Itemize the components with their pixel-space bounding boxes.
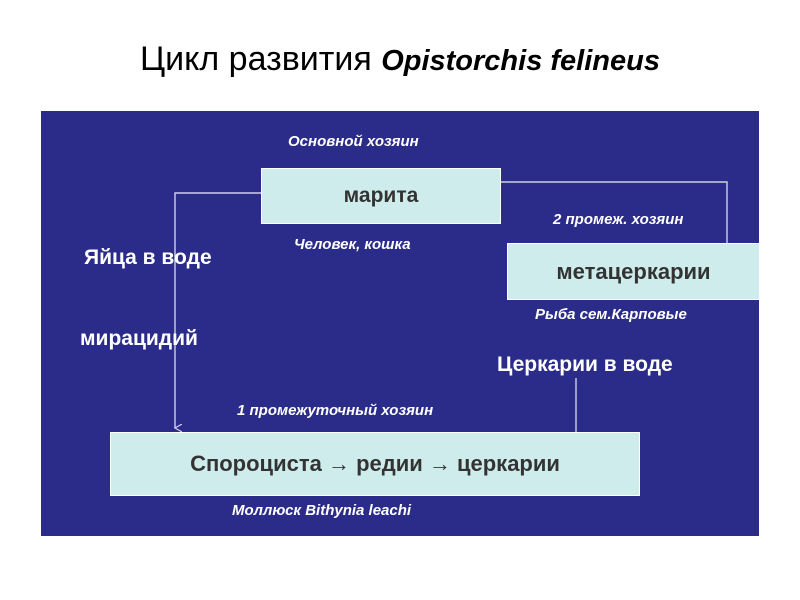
label-main-host: Основной хозяин: [288, 133, 419, 150]
line-marita-to-meta: [501, 181, 728, 243]
title-main: Цикл развития: [140, 40, 382, 78]
label-cercariae-in-water: Церкарии в воде: [497, 353, 673, 376]
line-marita-to-sporocyst: [175, 192, 261, 428]
title-latin: Opistorchis felineus: [381, 45, 660, 77]
label-second-host: 2 промеж. хозяин: [553, 211, 684, 228]
node-metacercariae: метацеркарии: [507, 243, 760, 300]
label-first-host: 1 промежуточный хозяин: [237, 402, 434, 419]
node-sporocyst-chain: Спороциста → редии → церкарии: [110, 432, 640, 496]
node-marita: марита: [261, 168, 501, 224]
slide-title: Цикл развития Opistorchis felineus: [0, 40, 800, 79]
label-second-host-examples: Рыба сем.Карповые: [535, 306, 687, 323]
label-eggs-in-water: Яйца в воде: [84, 246, 212, 269]
label-first-host-examples: Моллюск Bithynia leachi: [232, 502, 412, 519]
label-main-host-examples: Человек, кошка: [294, 236, 411, 253]
label-miracidium: мирацидий: [80, 327, 198, 350]
